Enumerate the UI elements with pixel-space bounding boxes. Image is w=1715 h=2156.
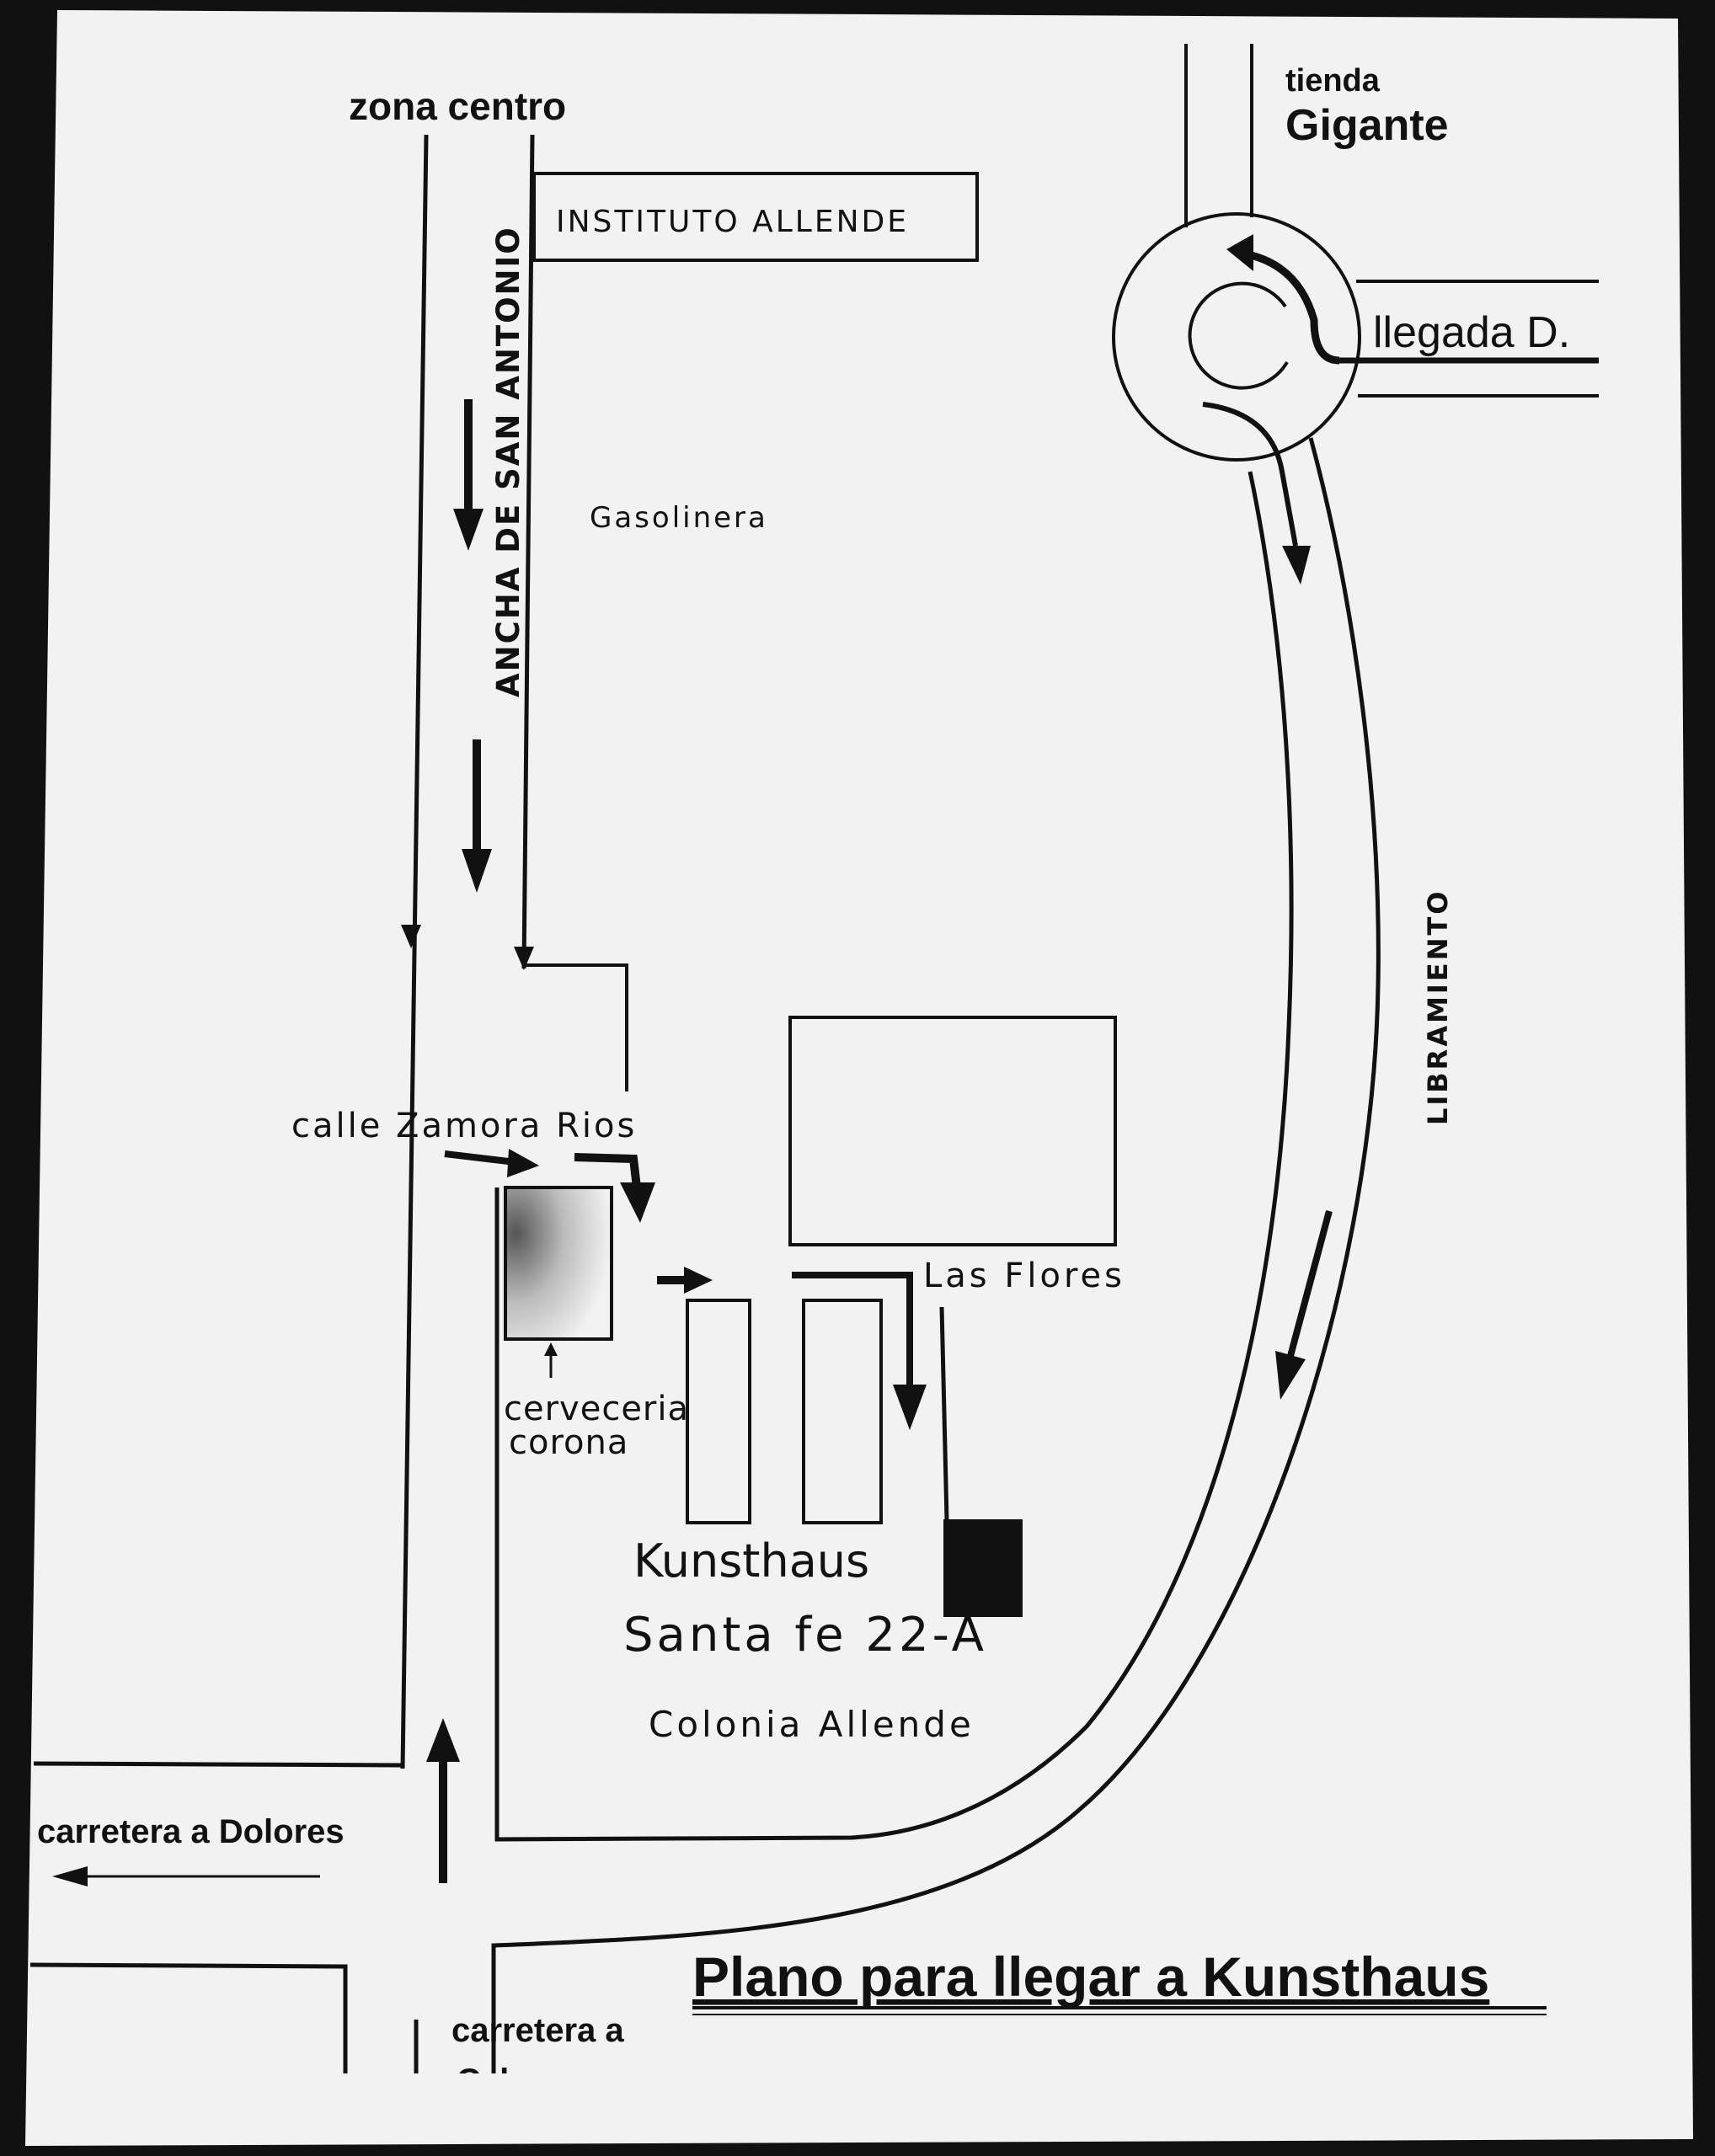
ancha-street bbox=[521, 134, 535, 969]
route-las-flores-turn bbox=[792, 1272, 913, 1390]
route-to-blocks-arrowhead bbox=[684, 1267, 713, 1294]
label-corona: corona bbox=[509, 1423, 628, 1462]
label-carretera-celaya-line2: Celaya bbox=[457, 2063, 566, 2100]
label-gasolinera: Gasolinera bbox=[590, 501, 768, 535]
route-dolores-left-arrowhead bbox=[52, 1866, 88, 1886]
label-libramiento: LIBRAMIENTO bbox=[1422, 889, 1454, 1125]
las-flores-street bbox=[939, 1306, 949, 1522]
route-las-flores-arrowhead bbox=[893, 1385, 927, 1430]
label-santa-fe-22a: Santa fe 22-A bbox=[623, 1608, 987, 1662]
route-zamora-arrowhead bbox=[507, 1149, 539, 1177]
roundabout-inner bbox=[1188, 281, 1289, 390]
label-instituto-allende: INSTITUTO ALLENDE bbox=[556, 205, 909, 239]
label-gigante: Gigante bbox=[1285, 101, 1449, 150]
route-libramiento-exit-arrowhead bbox=[1282, 546, 1311, 584]
route-ancha-arrowhead-2 bbox=[462, 849, 492, 893]
route-ancha-arrowhead-1 bbox=[453, 509, 484, 551]
label-tienda: tienda bbox=[1285, 63, 1381, 99]
label-kunsthaus: Kunsthaus bbox=[633, 1534, 869, 1588]
label-las-flores: Las Flores bbox=[923, 1257, 1125, 1295]
label-llegada: llegada D. bbox=[1373, 308, 1570, 357]
zona-centro-marker bbox=[401, 925, 421, 948]
ancha-marker bbox=[514, 947, 534, 970]
zona-centro-street bbox=[400, 134, 429, 1769]
dolores-road-bottom bbox=[29, 1962, 348, 2073]
route-zamora-turn bbox=[574, 1153, 641, 1188]
route-libramiento-down-arrowhead bbox=[1275, 1351, 1306, 1400]
narrow-block-2 bbox=[802, 1299, 883, 1524]
route-dolores-up-arrowhead bbox=[426, 1718, 460, 1762]
label-calle-zamora-rios: calle Zamora Rios bbox=[291, 1107, 637, 1145]
map-title: Plano para llegar a Kunsthaus bbox=[692, 1945, 1489, 2008]
label-cerveceria: cerveceria bbox=[504, 1390, 689, 1428]
narrow-block-1 bbox=[686, 1299, 751, 1524]
route-libramiento-exit bbox=[1202, 402, 1298, 547]
label-carretera-celaya-line1: carretera a bbox=[451, 2012, 624, 2049]
instituto-allende-box bbox=[532, 172, 979, 262]
label-zona-centro: zona centro bbox=[349, 84, 566, 128]
route-libramiento-down bbox=[1287, 1209, 1333, 1358]
route-zamora-turn-arrowhead bbox=[620, 1182, 655, 1223]
route-roundabout-curve bbox=[1237, 248, 1340, 365]
route-zamora-arrow bbox=[444, 1150, 516, 1166]
large-block bbox=[788, 1016, 1117, 1246]
kunsthaus-location-marker bbox=[943, 1519, 1023, 1617]
dolores-road-top bbox=[33, 1761, 403, 1768]
paper-sheet bbox=[25, 10, 1693, 2146]
label-colonia-allende: Colonia Allende bbox=[649, 1704, 975, 1745]
roundabout-outer bbox=[1112, 212, 1361, 462]
cerveceria-block bbox=[504, 1186, 613, 1341]
block-zamora-north bbox=[524, 963, 628, 1091]
libramiento-outer bbox=[491, 437, 1381, 2073]
route-roundabout-arrowhead bbox=[1226, 234, 1253, 271]
label-ancha-de-san-antonio: ANCHA DE SAN ANTONIO bbox=[490, 226, 526, 697]
cerveceria-pointer-head bbox=[544, 1342, 558, 1356]
label-carretera-dolores: carretera a Dolores bbox=[37, 1813, 345, 1850]
libramiento-inner bbox=[494, 471, 1294, 1842]
